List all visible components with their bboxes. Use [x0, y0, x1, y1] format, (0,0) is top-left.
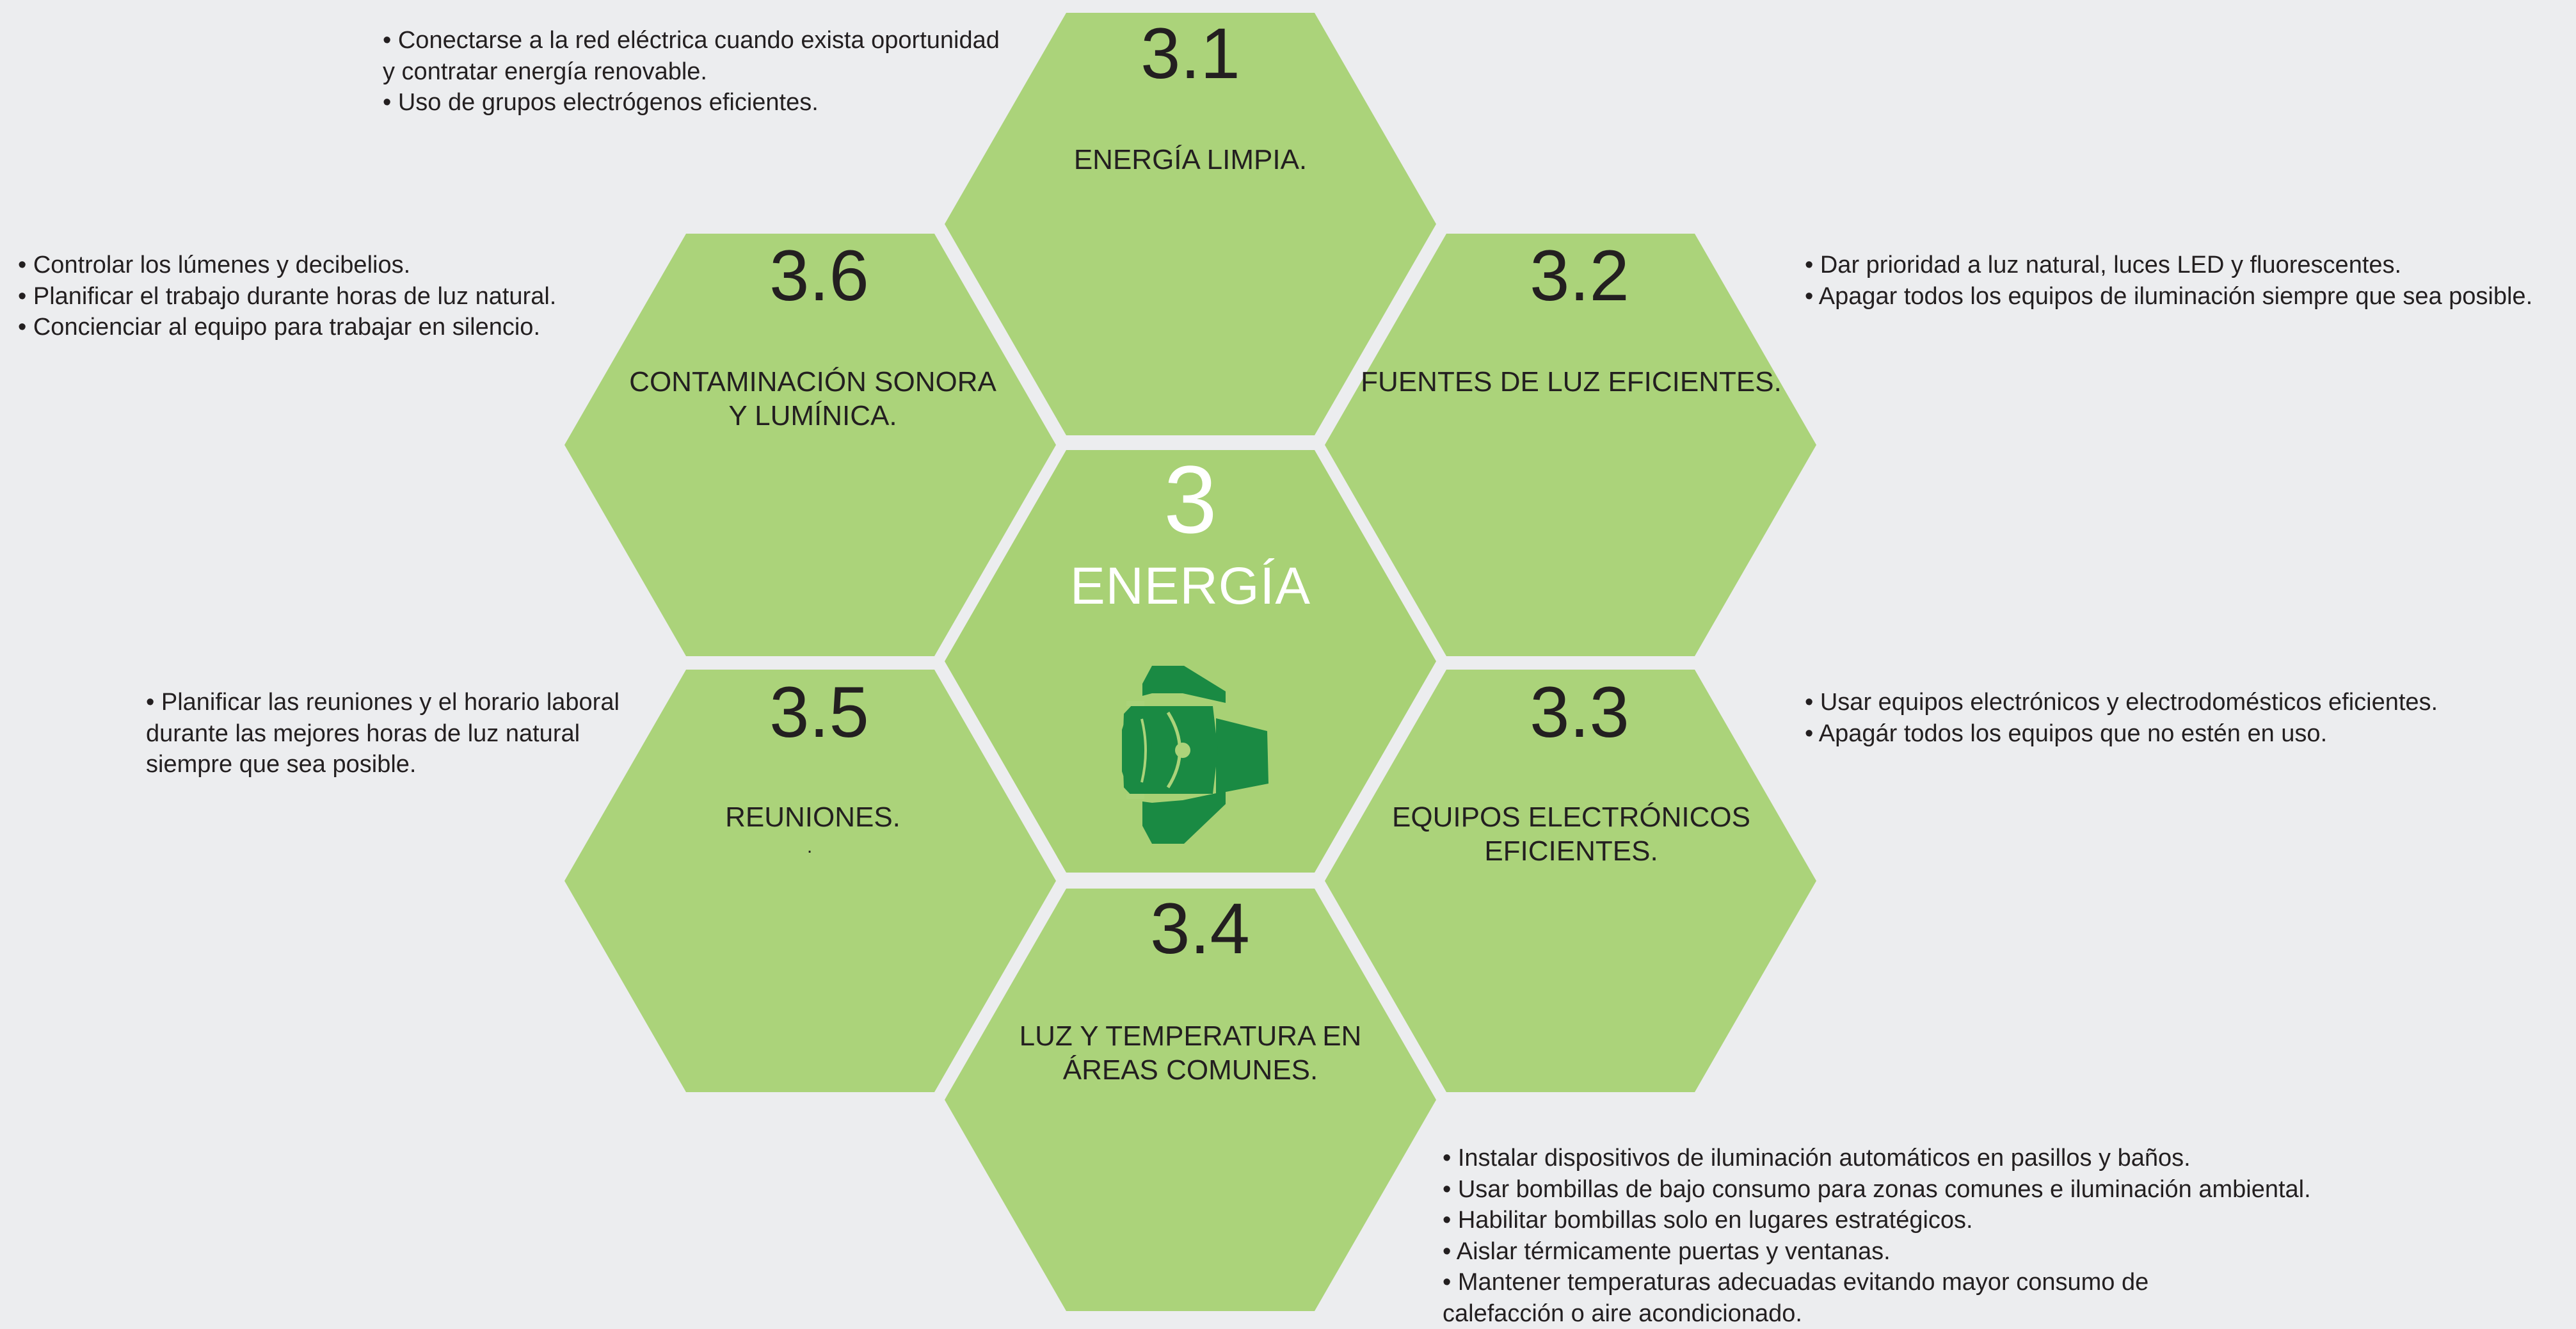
- notes-3-1-line: • Uso de grupos electrógenos eficientes.: [383, 87, 1000, 118]
- notes-3-6-line: • Planificar el trabajo durante horas de…: [18, 281, 556, 312]
- notes-3-5-line: durante las mejores horas de luz natural: [146, 718, 620, 750]
- notes-3-4-line: • Instalar dispositivos de iluminación a…: [1443, 1143, 2311, 1174]
- hexagon-3-6-title-line2: Y LUMÍNICA.: [589, 399, 1037, 433]
- hexagon-3-6-title: CONTAMINACIÓN SONORA Y LUMÍNICA.: [589, 365, 1037, 433]
- hexagon-3-6-title-line1: CONTAMINACIÓN SONORA: [589, 365, 1037, 399]
- hexagon-3-1-title: ENERGÍA LIMPIA.: [998, 143, 1382, 177]
- center-title: ENERGÍA: [1030, 560, 1350, 613]
- notes-3-3-line: • Usar equipos electrónicos y electrodom…: [1805, 687, 2438, 718]
- notes-3-2-line: • Dar prioridad a luz natural, luces LED…: [1805, 250, 2532, 281]
- hexagon-3-3-title-line1: EQUIPOS ELECTRÓNICOS: [1350, 800, 1792, 834]
- notes-3-3-line: • Apagár todos los equipos que no estén …: [1805, 718, 2438, 750]
- notes-3-6: • Controlar los lúmenes y decibelios. • …: [18, 250, 556, 343]
- notes-3-4-line: • Usar bombillas de bajo consumo para zo…: [1443, 1174, 2311, 1205]
- hexagon-3-5-title: REUNIONES. .: [646, 800, 979, 860]
- notes-3-5: • Planificar las reuniones y el horario …: [146, 687, 620, 780]
- notes-3-3: • Usar equipos electrónicos y electrodom…: [1805, 687, 2438, 749]
- notes-3-5-line: • Planificar las reuniones y el horario …: [146, 687, 620, 718]
- hexagon-3-3-number: 3.3: [1484, 677, 1676, 748]
- center-number: 3: [1126, 451, 1254, 547]
- hexagon-3-2-number: 3.2: [1484, 240, 1676, 312]
- notes-3-6-line: • Controlar los lúmenes y decibelios.: [18, 250, 556, 281]
- notes-3-4-line: • Mantener temperaturas adecuadas evitan…: [1443, 1267, 2311, 1298]
- hexagon-3-3-title: EQUIPOS ELECTRÓNICOS EFICIENTES.: [1350, 800, 1792, 868]
- hexagon-3-5-number: 3.5: [723, 677, 915, 748]
- notes-3-2-line: • Apagar todos los equipos de iluminació…: [1805, 281, 2532, 312]
- notes-3-1-line: y contratar energía renovable.: [383, 56, 1000, 88]
- hexagon-3-4-title-line2: ÁREAS COMUNES.: [966, 1053, 1414, 1087]
- hexagon-3-4-title: LUZ Y TEMPERATURA EN ÁREAS COMUNES.: [966, 1019, 1414, 1087]
- hexagon-3-2-title: FUENTES DE LUZ EFICIENTES.: [1344, 365, 1798, 399]
- hexagon-3-3-title-line2: EFICIENTES.: [1350, 834, 1792, 868]
- hexagon-3-1-number: 3.1: [1094, 18, 1286, 90]
- notes-3-5-line: siempre que sea posible.: [146, 749, 620, 780]
- hexagon-3-6-number: 3.6: [723, 240, 915, 312]
- notes-3-4-line: • Habilitar bombillas solo en lugares es…: [1443, 1205, 2311, 1236]
- notes-3-1: • Conectarse a la red eléctrica cuando e…: [383, 25, 1000, 118]
- notes-3-4-line: • Aislar térmicamente puertas y ventanas…: [1443, 1236, 2311, 1268]
- hexagon-3-4-number: 3.4: [1104, 893, 1296, 965]
- notes-3-6-line: • Concienciar al equipo para trabajar en…: [18, 312, 556, 343]
- hexagon-3-5-title-line1: REUNIONES.: [646, 800, 979, 834]
- notes-3-4: • Instalar dispositivos de iluminación a…: [1443, 1143, 2311, 1329]
- notes-3-1-line: • Conectarse a la red eléctrica cuando e…: [383, 25, 1000, 56]
- hexagon-3-4-title-line1: LUZ Y TEMPERATURA EN: [966, 1019, 1414, 1053]
- notes-3-2: • Dar prioridad a luz natural, luces LED…: [1805, 250, 2532, 312]
- hexagon-3-5-title-line2: .: [640, 834, 979, 860]
